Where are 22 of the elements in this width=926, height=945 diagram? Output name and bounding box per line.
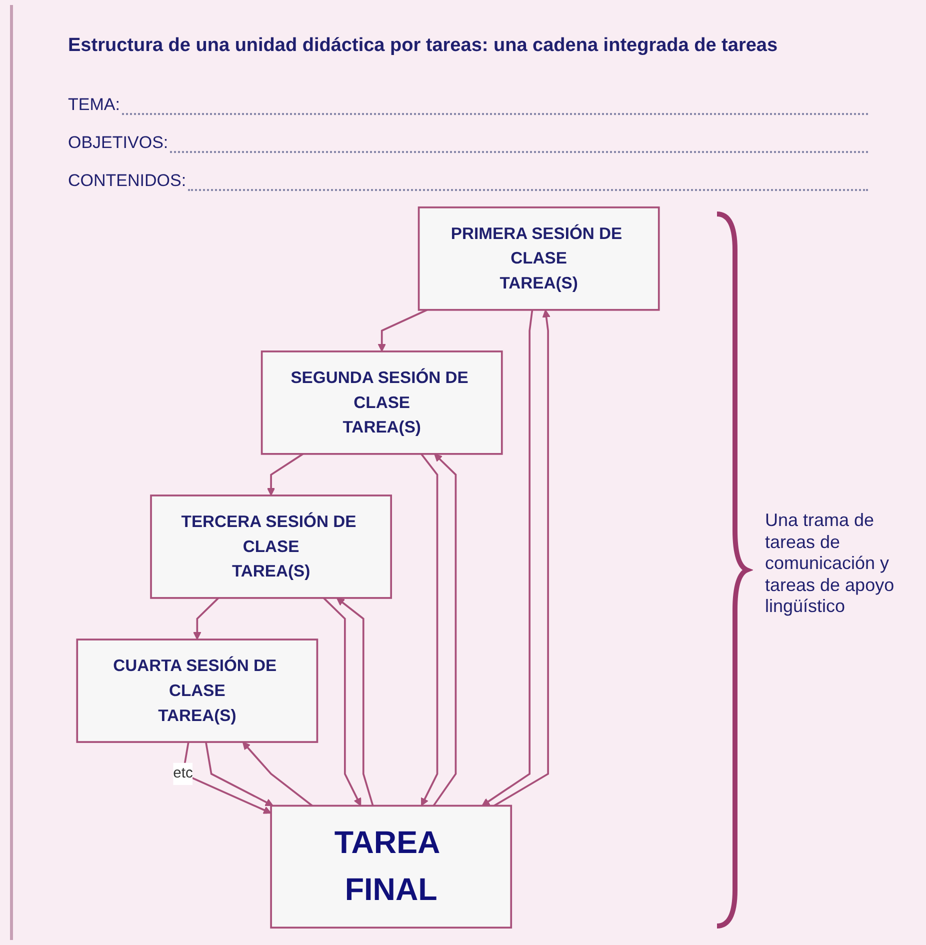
arrow <box>494 310 550 807</box>
arrow <box>322 597 362 806</box>
node-box: TERCERA SESIÓN DE CLASE TAREA(S) <box>150 494 392 599</box>
brace-note: Una trama de tareas de comunicación y tareas de apoyo lingüístico <box>765 510 896 618</box>
arrow <box>205 742 274 806</box>
arrow <box>420 453 438 806</box>
arrow <box>378 309 428 352</box>
node-box: TAREA FINAL <box>270 804 512 929</box>
arrow <box>336 598 374 806</box>
diagram-title: Estructura de una unidad didáctica por tareas: una cadena integrada de tareas <box>68 35 778 57</box>
edge-label: etc <box>173 766 193 782</box>
node-box: CUARTA SESIÓN DE CLASE TAREA(S) <box>76 638 318 743</box>
field-label: CONTENIDOS: <box>68 171 186 191</box>
node-box: SEGUNDA SESIÓN DE CLASE TAREA(S) <box>260 350 503 455</box>
arrow <box>242 742 313 806</box>
arrow <box>193 597 220 640</box>
arrow <box>432 454 457 806</box>
arrow <box>482 310 534 806</box>
field-label: TEMA: <box>68 95 120 115</box>
field-label: OBJETIVOS: <box>68 133 168 153</box>
arrow <box>266 453 304 496</box>
node-box: PRIMERA SESIÓN DE CLASE TAREA(S) <box>418 206 660 311</box>
